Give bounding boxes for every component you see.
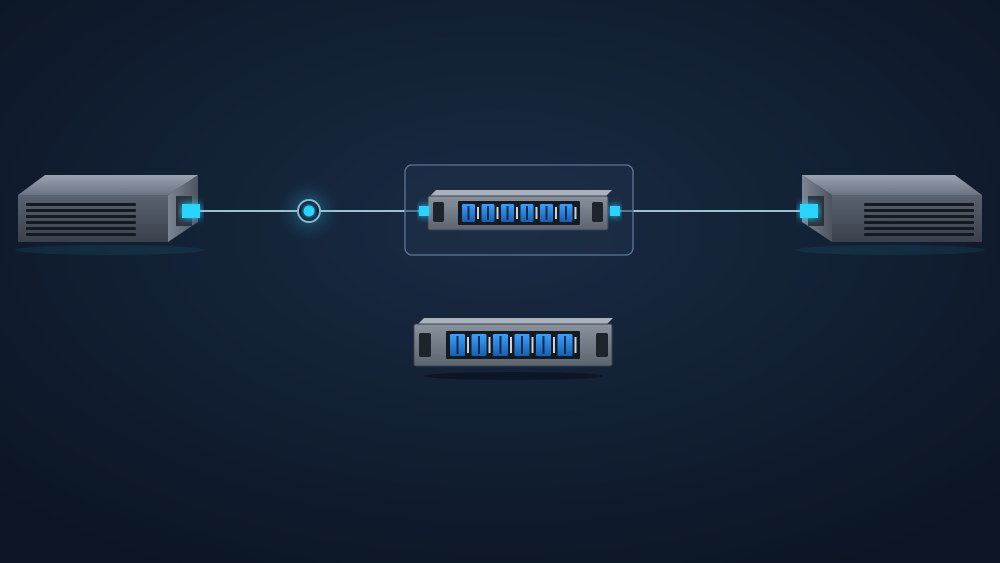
vent-grille [864, 203, 974, 236]
vent-grille [26, 203, 136, 236]
lc-duplex-port [520, 204, 538, 222]
splice-node-icon [291, 193, 327, 229]
lc-duplex-port [471, 334, 491, 356]
media-converter-icon [15, 175, 205, 255]
left-port-connector [182, 204, 200, 218]
lc-duplex-port [540, 204, 557, 222]
media-converter-icon [795, 175, 985, 255]
patch-panel-icon [413, 318, 613, 380]
lc-duplex-port [501, 204, 518, 222]
lc-duplex-port [462, 204, 479, 222]
lc-duplex-port [557, 334, 577, 356]
lc-duplex-port [536, 334, 555, 356]
patch-panel-icon [419, 190, 620, 231]
lc-duplex-port [514, 334, 534, 356]
right-transceiver [795, 175, 985, 255]
left-transceiver [15, 175, 205, 255]
lc-duplex-port [559, 204, 577, 222]
inline-patch-panel [404, 164, 634, 256]
right-port-connector [800, 204, 818, 218]
spare-patch-panel [413, 318, 613, 380]
lc-duplex-port [493, 334, 512, 356]
lc-duplex-port [450, 334, 469, 356]
lc-duplex-port [481, 204, 499, 222]
